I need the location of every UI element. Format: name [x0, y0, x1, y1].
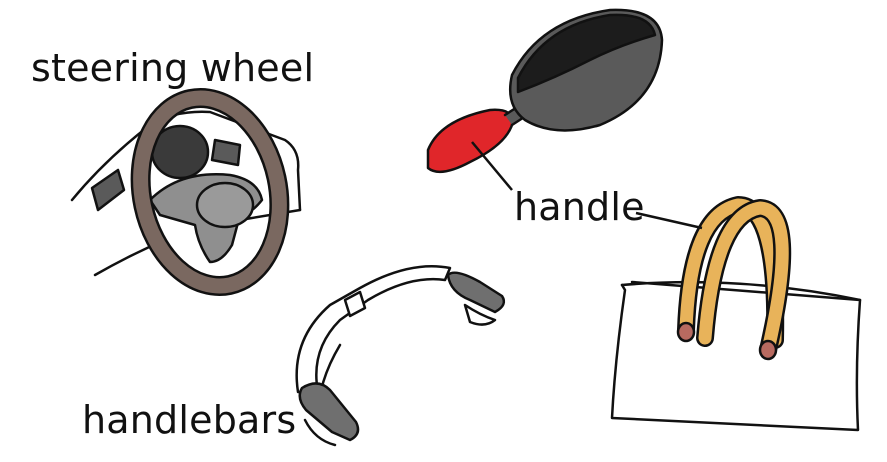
handle-label: handle [514, 185, 645, 229]
bag-drawing [610, 196, 862, 432]
steering-wheel-drawing [70, 88, 302, 296]
handlebar-stem [343, 290, 367, 318]
right-vent [210, 138, 242, 167]
handle-pointer-bag [635, 211, 703, 230]
frying-pan-drawing [426, 8, 664, 174]
handlebar-frame [295, 264, 452, 394]
pan-handle [426, 108, 514, 174]
bag-right-handle-fill [698, 201, 789, 357]
handlebars-label: handlebars [82, 398, 297, 442]
left-grip-end [303, 418, 337, 447]
right-grip [446, 271, 506, 314]
wheel-center [195, 181, 255, 229]
right-grip-end [463, 303, 497, 326]
handlebars-drawing [295, 264, 506, 447]
steering-wheel-label: steering wheel [31, 46, 315, 90]
bag-body [610, 280, 862, 432]
bag-handle-end-right [758, 339, 778, 361]
left-vent [90, 168, 126, 212]
bag-top-edge [620, 280, 862, 302]
wheel-rim [133, 90, 287, 294]
left-grip [298, 382, 360, 442]
handle-pointer-pan [471, 141, 513, 191]
bag-handle-end-left [676, 321, 696, 343]
pan-inside [516, 13, 657, 94]
